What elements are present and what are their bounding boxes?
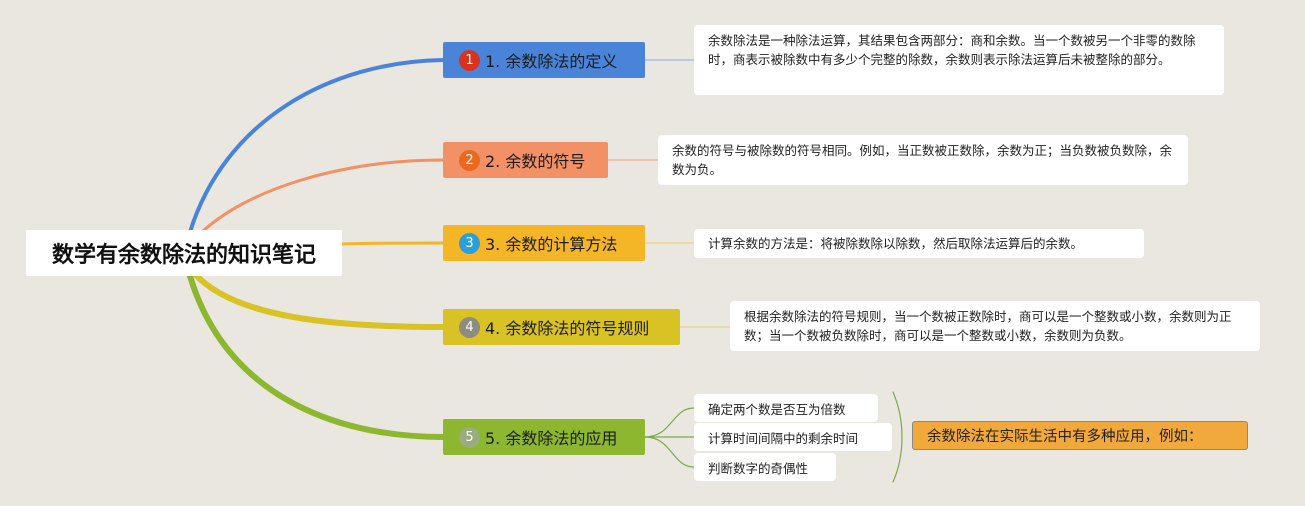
- topic-4-note-text: 根据余数除法的符号规则，当一个数被正数除时，商可以是一个整数或小数，余数则为正数…: [744, 309, 1232, 343]
- link-root-topic-4: [192, 271, 446, 330]
- subtopic-multiples[interactable]: 确定两个数是否互为倍数: [694, 394, 878, 422]
- topic-5-label: 5. 余数除法的应用: [485, 429, 618, 448]
- link-root-topic-1: [188, 58, 445, 234]
- applications-summary[interactable]: 余数除法在实际生活中有多种应用，例如：: [912, 421, 1248, 450]
- topic-3-note[interactable]: 计算余数的方法是：将被除数除以除数，然后取除法运算后的余数。: [694, 229, 1144, 258]
- topic-1-label: 1. 余数除法的定义: [485, 52, 618, 71]
- topic-1-definition[interactable]: 1 1. 余数除法的定义: [443, 42, 645, 78]
- subtopic-multiples-text: 确定两个数是否互为倍数: [708, 401, 846, 417]
- link-root-topic-2: [198, 158, 445, 236]
- topic-3-number-badge: 3: [459, 232, 480, 254]
- subtopic-parity-text: 判断数字的奇偶性: [708, 460, 809, 476]
- topic-4-sign-rules[interactable]: 4 4. 余数除法的符号规则: [443, 309, 680, 345]
- topic-3-calculation[interactable]: 3 3. 余数的计算方法: [443, 225, 645, 261]
- topic-4-note[interactable]: 根据余数除法的符号规则，当一个数被正数除时，商可以是一个整数或小数，余数则为正数…: [730, 301, 1260, 351]
- applications-summary-text: 余数除法在实际生活中有多种应用，例如：: [927, 429, 1203, 445]
- topic-3-note-text: 计算余数的方法是：将被除数除以除数，然后取除法运算后的余数。: [708, 236, 1084, 251]
- link-root-topic-3: [340, 241, 445, 246]
- topic-2-sign[interactable]: 2 2. 余数的符号: [443, 142, 608, 178]
- topic-1-number-badge: 1: [459, 49, 480, 71]
- topic-3-label: 3. 余数的计算方法: [485, 235, 618, 254]
- subtopic-remaining-time-text: 计算时间间隔中的剩余时间: [708, 430, 859, 446]
- subtopic-parity[interactable]: 判断数字的奇偶性: [694, 453, 836, 481]
- topic-4-number-badge: 4: [459, 316, 480, 338]
- root-topic-title: 数学有余数除法的知识笔记: [51, 243, 316, 268]
- topic-2-number-badge: 2: [459, 149, 480, 171]
- summary-bracket: [892, 391, 903, 483]
- topic-2-label: 2. 余数的符号: [485, 152, 586, 171]
- topic-2-note[interactable]: 余数的符号与被除数的符号相同。例如，当正数被正数除，余数为正；当负数被负数除，余…: [658, 135, 1188, 185]
- topic-5-number-badge: 5: [459, 426, 480, 448]
- topic-4-label: 4. 余数除法的符号规则: [485, 319, 650, 338]
- link-topic-5-sub-3: [644, 436, 695, 468]
- topic-2-note-text: 余数的符号与被除数的符号相同。例如，当正数被正数除，余数为正；当负数被负数除，余…: [672, 143, 1173, 177]
- topic-5-applications[interactable]: 5 5. 余数除法的应用: [443, 419, 645, 455]
- topic-1-note[interactable]: 余数除法是一种除法运算，其结果包含两部分：商和余数。当一个数被另一个非零的数除时…: [694, 25, 1224, 95]
- subtopic-remaining-time[interactable]: 计算时间间隔中的剩余时间: [694, 423, 892, 451]
- link-topic-5-sub-1: [644, 407, 695, 438]
- root-topic[interactable]: 数学有余数除法的知识笔记: [26, 230, 342, 276]
- link-root-topic-5: [187, 273, 446, 440]
- topic-1-note-text: 余数除法是一种除法运算，其结果包含两部分：商和余数。当一个数被另一个非零的数除时…: [708, 33, 1196, 67]
